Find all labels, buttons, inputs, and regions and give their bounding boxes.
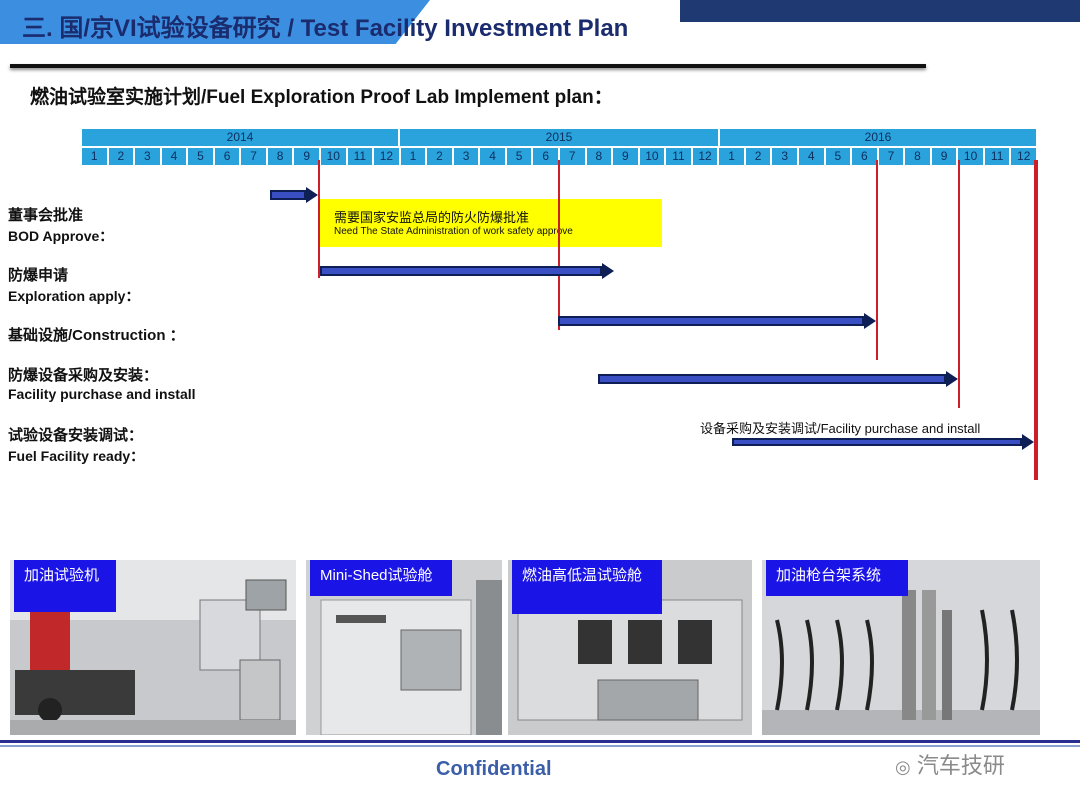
milestone-line-2014-9 <box>318 160 320 278</box>
month-cell: 11 <box>347 148 375 165</box>
month-cell: 3 <box>772 148 799 165</box>
month-cell: 11 <box>984 148 1012 165</box>
month-cell: 3 <box>135 148 162 165</box>
footer-line-light <box>0 745 1080 747</box>
approval-note-box <box>318 199 662 247</box>
confidential-label: Confidential <box>436 758 552 780</box>
footer-line <box>0 740 1080 743</box>
milestone-line-2015-6 <box>558 160 560 330</box>
photo-label-fuel-test-machine: 加油试验机 <box>14 560 116 612</box>
arrow-shaft <box>732 438 1022 446</box>
month-cell: 12 <box>374 148 401 165</box>
month-cell: 6 <box>214 148 242 165</box>
page-title: 三. 国/京VI试验设备研究 / Test Facility Investmen… <box>22 15 629 42</box>
month-cell: 7 <box>878 148 906 165</box>
month-cell: 2 <box>427 148 454 165</box>
header-tab <box>0 0 430 44</box>
row-label-bod-en: BOD Approve： <box>8 228 114 244</box>
arrow-shaft <box>320 266 602 276</box>
month-cell: 12 <box>1011 148 1038 165</box>
row-label-bod-cn: 董事会批准 <box>8 207 84 224</box>
month-cell: 9 <box>294 148 321 165</box>
row-label-facility-cn: 防爆设备采购及安装： <box>8 367 159 384</box>
month-cell: 4 <box>799 148 826 165</box>
arrow-head-icon <box>306 187 318 203</box>
arrow-head-icon <box>602 263 614 279</box>
month-cell: 5 <box>825 148 853 165</box>
install-note: 设备采购及安装调试/Facility purchase and install <box>700 421 981 436</box>
header-dark-bar <box>680 0 1080 22</box>
arrow-head-icon <box>1022 434 1034 450</box>
arrow-shaft <box>270 190 306 200</box>
month-cell: 8 <box>905 148 932 165</box>
header-divider <box>10 64 926 68</box>
month-cell: 12 <box>692 148 720 165</box>
approval-note-cn: 需要国家安监总局的防火防爆批准 <box>334 210 530 225</box>
milestone-line-2016-9 <box>958 160 960 408</box>
month-cell: 10 <box>958 148 985 165</box>
milestone-line-2016-12 <box>1034 160 1038 480</box>
photo-label-nozzle-rack: 加油枪台架系统 <box>766 560 908 596</box>
arrow-head-icon <box>864 313 876 329</box>
month-cell: 4 <box>161 148 189 165</box>
approval-note-en: Need The State Administration of work sa… <box>334 226 573 237</box>
plan-subtitle: 燃油试验室实施计划/Fuel Exploration Proof Lab Imp… <box>30 87 613 108</box>
month-cell: 8 <box>586 148 614 165</box>
month-cell: 5 <box>506 148 534 165</box>
month-cell: 8 <box>267 148 295 165</box>
month-cell: 7 <box>241 148 268 165</box>
month-cell: 6 <box>852 148 879 165</box>
arrow-shaft <box>598 374 946 384</box>
year-cell-2015: 2015 <box>400 129 720 146</box>
row-label-ready-cn: 试验设备安装调试： <box>8 427 144 444</box>
row-label-exploration-cn: 防爆申请 <box>8 267 69 284</box>
month-cell: 2 <box>108 148 136 165</box>
temperature-chamber-photo <box>508 560 752 735</box>
photo-label-mini-shed: Mini-Shed试验舱 <box>310 560 452 596</box>
arrow-shaft <box>558 316 864 326</box>
month-cell: 4 <box>480 148 507 165</box>
row-label-facility-en: Facility purchase and install <box>8 386 196 402</box>
month-cell: 1 <box>82 148 109 165</box>
row-label-ready-en: Fuel Facility ready： <box>8 448 145 464</box>
year-cell-2014: 2014 <box>82 129 400 146</box>
month-cell: 11 <box>666 148 693 165</box>
month-cell: 6 <box>533 148 560 165</box>
watermark-text: 汽车技研 <box>916 753 1005 778</box>
wechat-watermark: ◎ 汽车技研 <box>895 748 1005 780</box>
month-cell: 9 <box>931 148 959 165</box>
milestone-line-2016-6 <box>876 160 878 360</box>
month-cell: 5 <box>188 148 215 165</box>
month-cell: 1 <box>400 148 428 165</box>
photo-label-temperature-chamber: 燃油高低温试验舱 <box>512 560 662 614</box>
wechat-icon: ◎ <box>895 757 911 777</box>
year-cell-2016: 2016 <box>720 129 1038 146</box>
month-cell: 1 <box>719 148 746 165</box>
month-cell: 9 <box>613 148 640 165</box>
fuel-test-machine-photo <box>10 560 296 735</box>
month-cell: 2 <box>745 148 773 165</box>
month-cell: 10 <box>321 148 348 165</box>
row-label-construction: 基础设施/Construction ： <box>8 327 185 344</box>
arrow-head-icon <box>946 371 958 387</box>
row-label-exploration-en: Exploration apply： <box>8 288 140 304</box>
month-cell: 7 <box>560 148 587 165</box>
month-cell: 3 <box>453 148 481 165</box>
month-cell: 10 <box>639 148 667 165</box>
